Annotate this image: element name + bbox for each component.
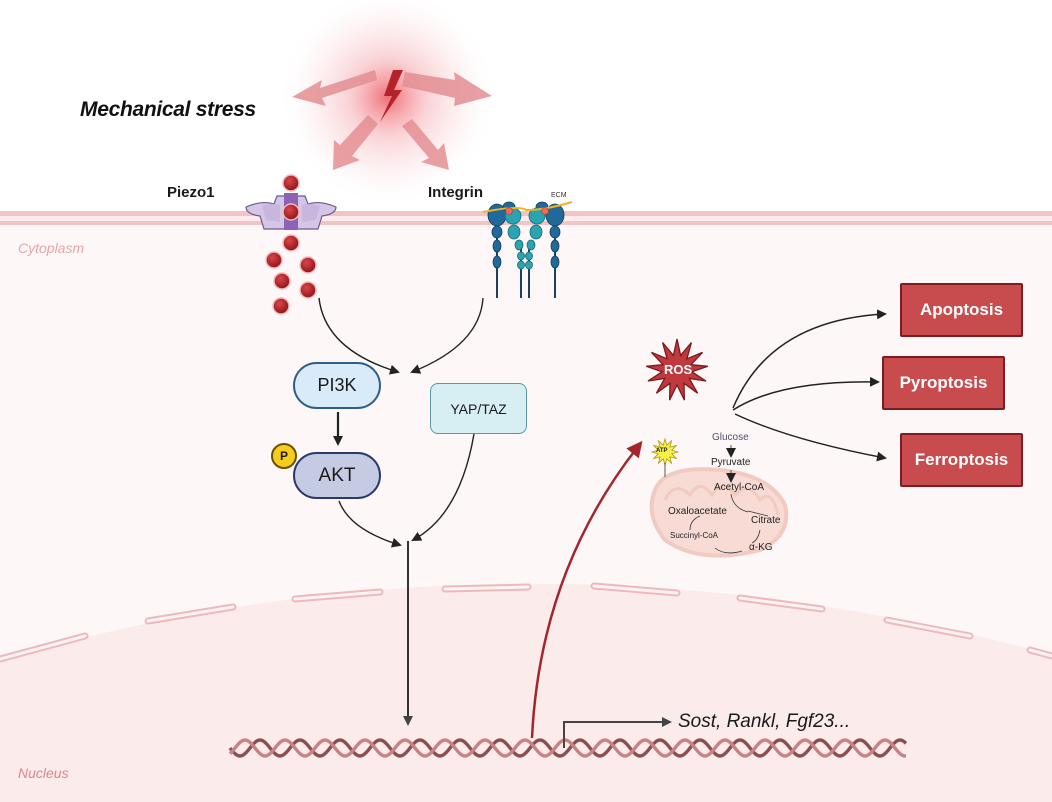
oxaloacetate-label: Oxaloacetate [668, 506, 727, 517]
arrow-to-pyroptosis [732, 376, 880, 411]
alpha-kg-label: α-KG [749, 542, 773, 553]
succinyl-coa-label: Succinyl-CoA [670, 531, 719, 540]
ferroptosis-box: Ferroptosis [900, 433, 1023, 487]
integrin-receptor-icon [482, 201, 573, 298]
akt-to-nucleus-arrow [338, 500, 402, 548]
lightning-bolt-icon [380, 70, 403, 122]
arrow-to-apoptosis [732, 309, 887, 409]
tca-cycle-arrows [689, 445, 769, 554]
glucose-label: Glucose [712, 432, 749, 443]
atp-label: ATP [656, 448, 668, 454]
yap-taz-node: YAP/TAZ [430, 383, 527, 434]
fate-arrows [732, 309, 887, 462]
pyruvate-label: Pyruvate [711, 457, 751, 468]
transcription-start-arrow [563, 717, 672, 748]
arrow-to-ferroptosis [734, 413, 887, 462]
target-genes-label: Sost, Rankl, Fgf23... [678, 711, 851, 732]
plasma-membrane [0, 211, 1052, 225]
ecm-label: ECM [551, 192, 567, 199]
ros-induction-arrow [530, 440, 643, 739]
piezo1-label: Piezo1 [167, 184, 215, 201]
pi3k-node: PI3K [293, 362, 381, 409]
ecm-fiber [482, 201, 573, 213]
nuclear-envelope [0, 582, 1052, 663]
integrin-label: Integrin [428, 184, 483, 201]
phosphorylation-badge: P [271, 443, 297, 469]
pyroptosis-box: Pyroptosis [882, 356, 1005, 410]
piezo1-channel-icon [245, 193, 337, 230]
acetyl-coa-label: Acetyl-CoA [714, 482, 765, 493]
yap-to-nucleus-arrow [411, 433, 475, 541]
ros-burst-icon [645, 338, 709, 401]
integrin-to-pi3k-arrow [410, 297, 484, 374]
signaling-arrows [318, 297, 484, 548]
mechanical-stress-icon [278, 0, 498, 207]
ros-label: ROS [664, 362, 693, 377]
nucleus-label: Nucleus [18, 765, 69, 781]
piezo-to-pi3k-arrow [318, 297, 400, 375]
dna-helix-icon [228, 738, 908, 758]
calcium-ions [265, 174, 317, 315]
apoptosis-box: Apoptosis [900, 283, 1023, 337]
mitochondrion-icon [649, 467, 789, 558]
akt-node: AKT [293, 452, 381, 499]
citrate-label: Citrate [751, 515, 781, 526]
cytoplasm-label: Cytoplasm [18, 240, 85, 256]
mechanical-stress-label: Mechanical stress [80, 98, 256, 121]
